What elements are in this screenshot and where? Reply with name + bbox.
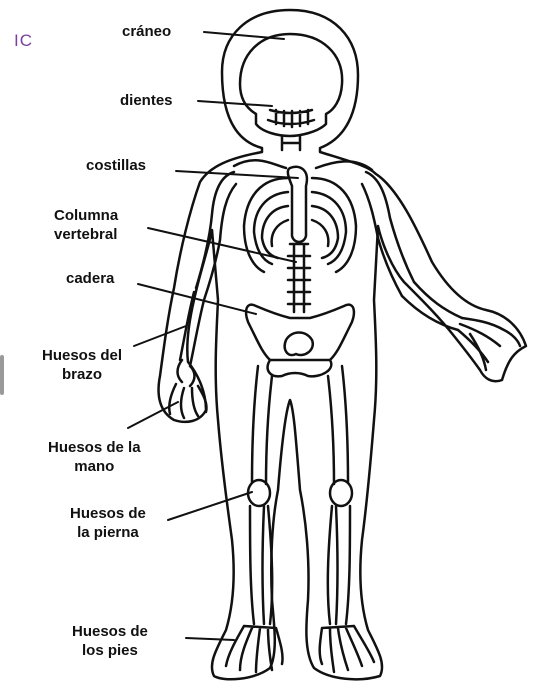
label-costillas: costillas <box>86 156 146 175</box>
label-columna-vertebral: Columna vertebral <box>54 206 118 244</box>
leader-pies <box>186 638 234 640</box>
knee-right <box>330 480 352 506</box>
label-huesos-mano: Huesos de la mano <box>48 438 141 476</box>
hand-left <box>169 384 206 418</box>
label-craneo: cráneo <box>122 22 171 41</box>
teeth <box>268 110 314 127</box>
leader-dientes <box>198 101 272 106</box>
leader-costillas <box>176 171 298 178</box>
label-cadera: cadera <box>66 269 114 288</box>
femur-right <box>328 366 348 484</box>
leader-pierna <box>168 492 252 520</box>
leader-brazo <box>134 326 186 346</box>
femur-left <box>252 366 272 484</box>
upper-arm-right <box>362 172 414 296</box>
label-huesos-pierna: Huesos de la pierna <box>70 504 146 542</box>
hand-right <box>458 318 520 370</box>
foot-right <box>320 626 374 672</box>
label-huesos-pies: Huesos de los pies <box>72 622 148 660</box>
shin-right <box>328 506 350 624</box>
body-outline <box>159 10 526 679</box>
ribs-right <box>312 178 356 272</box>
shin-left <box>250 506 272 624</box>
label-huesos-brazo: Huesos del brazo <box>42 346 122 384</box>
spine <box>288 244 310 312</box>
forearm-left <box>178 292 205 386</box>
label-dientes: dientes <box>120 91 173 110</box>
